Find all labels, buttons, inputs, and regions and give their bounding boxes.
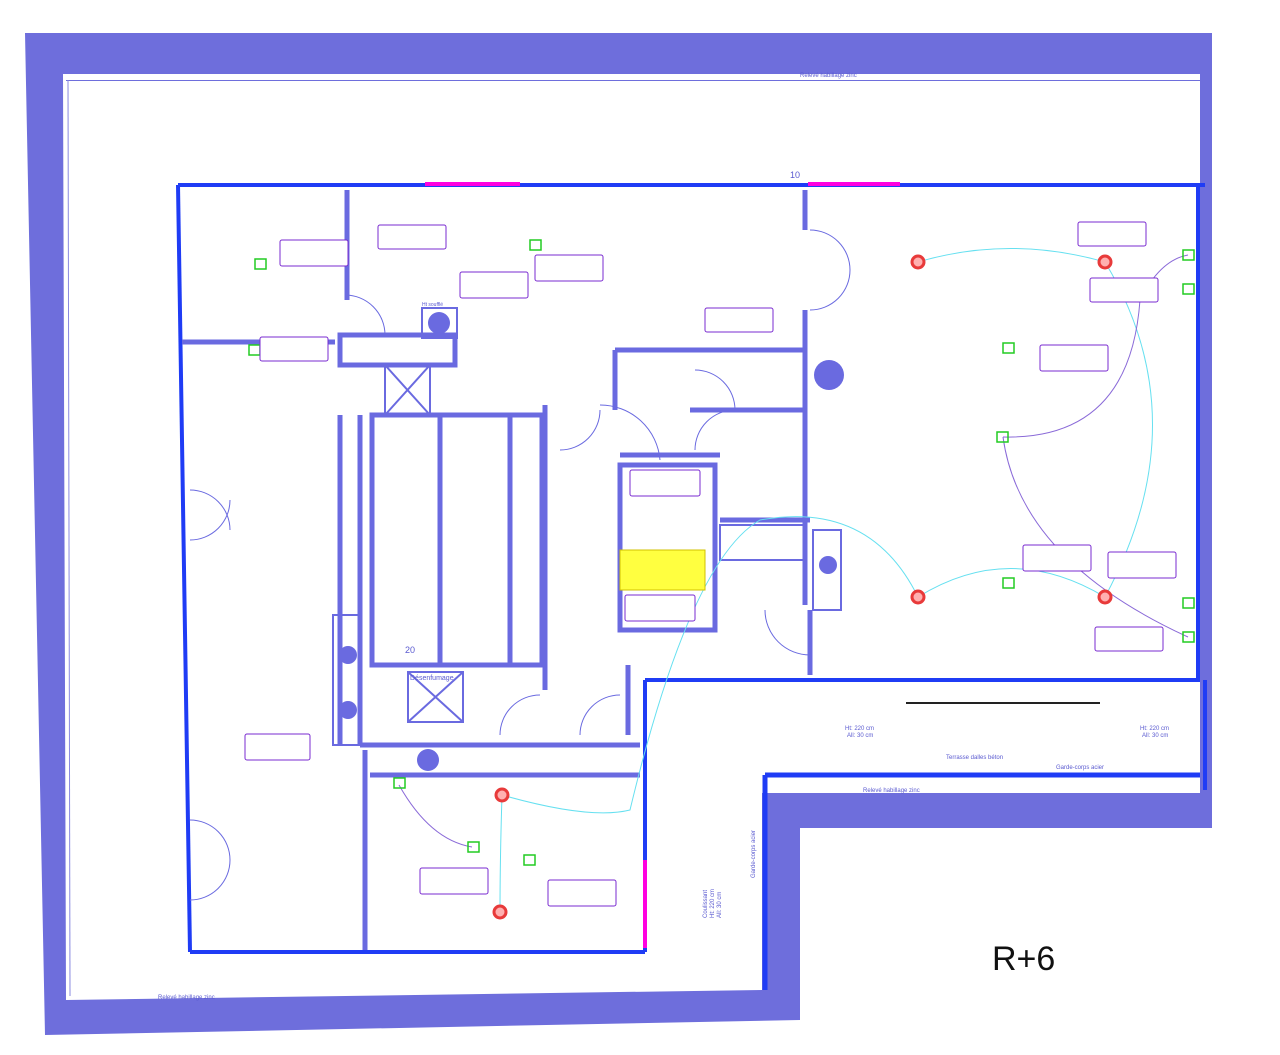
facade-walls [176,183,1207,990]
sensors [248,239,1195,866]
annotation-tags [244,221,1177,907]
level-label: R+6 [992,940,1056,978]
label-bottom-edge: Relevé habillage zinc [158,995,215,1001]
interior-walls [182,190,813,950]
door-swings [189,229,851,901]
ceiling-lights [492,254,1113,920]
label-coffrage-2: Ht: 220 cm [710,889,716,918]
highlight-tag [619,549,706,591]
label-railing-vertical: Garde-corps acier [751,830,757,878]
label-vent-top: Ht soufflé [422,302,443,308]
axis-10: 10 [790,170,800,180]
equipment [339,312,844,771]
label-height-right-1: Ht: 220 cm [1140,726,1169,732]
label-height-left-1: Ht: 220 cm [845,726,874,732]
cable-runs [499,248,1153,913]
label-height-right-2: All: 30 cm [1142,733,1168,739]
label-height-left-2: All: 30 cm [847,733,873,739]
label-coffrage-3: All: 30 cm [717,892,723,918]
label-top-edge: Relevé habillage zinc [800,73,857,79]
label-railing: Garde-corps acier [1056,765,1104,771]
window-highlights [425,182,900,948]
label-smoke-vent: Désenfumage [410,675,454,682]
label-coffrage-1: Coulissant [703,890,709,918]
shafts [332,307,842,746]
axis-20: 20 [405,645,415,655]
label-terrace-edge: Relevé habillage zinc [863,788,920,794]
label-terrace: Terrasse dalles béton [946,755,1003,761]
